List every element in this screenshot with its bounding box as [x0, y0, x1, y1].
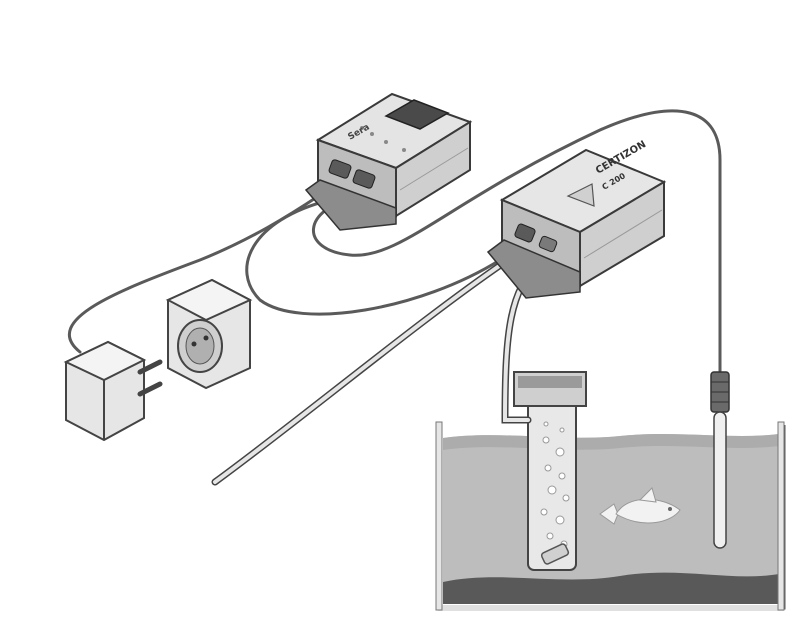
tank-right-glass — [777, 421, 785, 611]
probe-electrode — [710, 371, 730, 549]
controller-bracket — [304, 179, 397, 231]
ozonizer-power-port — [514, 223, 536, 243]
reactor-tube — [527, 389, 577, 571]
cables — [67, 109, 722, 486]
controller-connector-1 — [328, 159, 352, 179]
tank-substrate — [443, 572, 779, 604]
certizon-ozonizer: CERTIZON C 200 — [486, 139, 667, 299]
wall-socket-icon — [165, 278, 253, 390]
bubbles — [540, 421, 570, 548]
reactor-head-top — [518, 376, 582, 388]
probe-shaft — [713, 411, 727, 549]
ozonizer-air-port — [538, 235, 558, 253]
fish-icon — [599, 487, 681, 525]
controller-connector-2 — [352, 169, 376, 189]
ozone-controller: Sera — [304, 92, 473, 231]
controller-reactor-cable — [245, 198, 502, 316]
tank-left-glass — [435, 421, 443, 611]
airstone — [540, 543, 570, 565]
probe-cable — [312, 109, 722, 377]
reactor-chamber — [513, 371, 587, 571]
ozonizer-bracket — [486, 239, 581, 299]
controller-buttons — [360, 126, 406, 152]
controller-display — [384, 99, 450, 130]
warning-triangle-icon — [566, 183, 595, 207]
power-plug-icon — [63, 340, 163, 442]
